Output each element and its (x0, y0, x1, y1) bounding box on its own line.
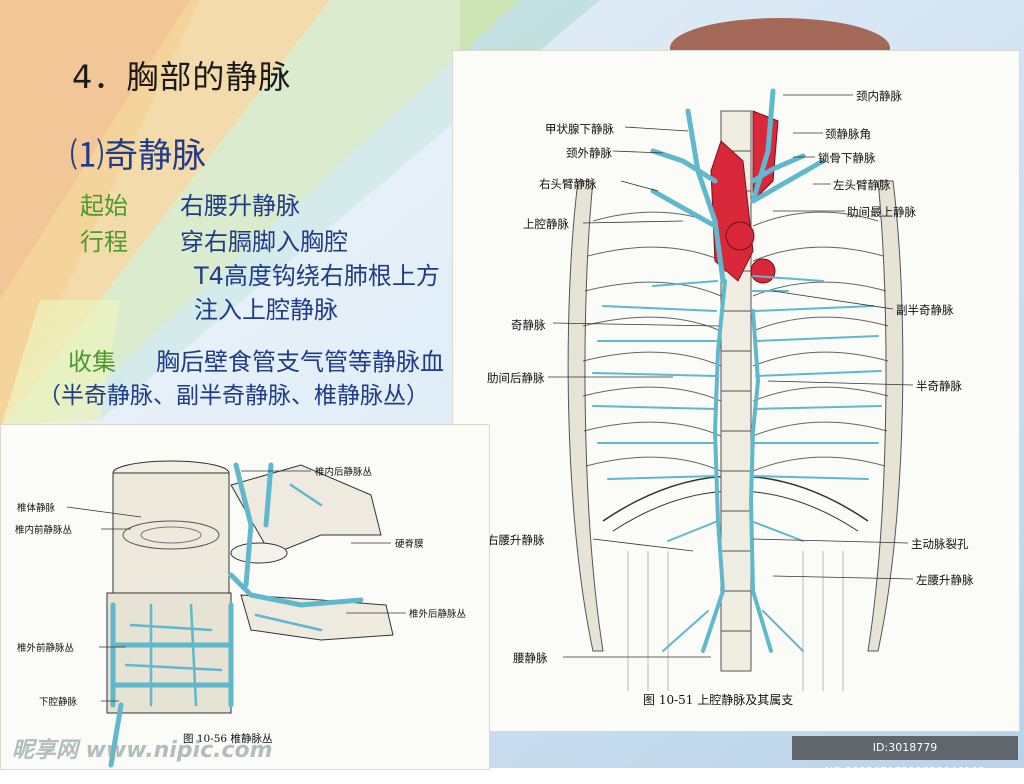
text-origin: 右腰升静脉 (180, 192, 300, 220)
text-collect: 胸后壁食管支气管等静脉血 (156, 348, 444, 376)
label-right-brachiocephalic-vein: 右头臂静脉 (539, 177, 597, 191)
slide-title: 4．胸部的静脉 (72, 58, 292, 96)
label-superior-vena-cava: 上腔静脉 (523, 217, 569, 231)
label-posterior-internal-plexus: 椎内后静脉丛 (315, 467, 373, 478)
label-subclavian-vein: 锁骨下静脉 (818, 151, 876, 165)
text-collect-note: （半奇静脉、副半奇静脉、椎静脉丛） (38, 383, 429, 409)
label-accessory-hemiazygos-vein: 副半奇静脉 (896, 303, 954, 317)
label-inferior-vena-cava: 下腔静脉 (39, 697, 78, 708)
text-course-1: 穿右膈脚入胸腔 (180, 228, 348, 256)
label-external-jugular-vein: 颈外静脉 (566, 146, 612, 160)
text-course-3: 注入上腔静脉 (194, 296, 338, 324)
label-left-ascending-lumbar-vein: 左腰升静脉 (916, 573, 974, 587)
figure-svc-illustration (548, 88, 914, 691)
figure-svc-caption: 图 10-51 上腔静脉及其属支 (643, 693, 794, 707)
watermark-logo: 昵享网 www.nipic.com (12, 738, 273, 763)
figure-vertebral-plexus-caption: 图 10-56 椎静脉丛 (183, 733, 273, 745)
label-inferior-thyroid-vein: 甲状腺下静脉 (545, 122, 614, 136)
text-course-2: T4高度钩绕右肺根上方 (194, 262, 440, 290)
label-anterior-internal-plexus: 椎内前静脉丛 (15, 525, 73, 536)
figure-vertebral-plexus-panel: 椎内后静脉丛 椎体静脉 椎内前静脉丛 硬脊膜 椎外后静脉丛 椎外前静脉丛 下腔静… (0, 424, 490, 770)
figure-svc-panel: 甲状腺下静脉 颈外静脉 右头臂静脉 上腔静脉 奇静脉 肋间后静脉 右腰升静脉 腰… (452, 50, 1020, 732)
label-lumbar-vein: 腰静脉 (513, 651, 548, 665)
label-posterior-intercostal-vein: 肋间后静脉 (487, 371, 545, 385)
label-dura-mater: 硬脊膜 (395, 539, 424, 550)
label-supreme-intercostal-vein: 肋间最上静脉 (847, 205, 916, 219)
label-aortic-hiatus: 主动脉裂孔 (911, 537, 969, 551)
label-left-brachiocephalic-vein: 左头臂静脉 (833, 178, 891, 192)
slide-subtitle: ⑴奇静脉 (70, 136, 206, 176)
label-azygos-vein: 奇静脉 (511, 318, 546, 332)
label-origin: 起始 (80, 192, 128, 220)
figure-vertebral-plexus-illustration (66, 460, 406, 768)
label-internal-jugular-vein: 颈内静脉 (856, 89, 902, 103)
watermark-id: ID:3018779 NO:20220717222533946102 (792, 736, 1018, 778)
label-anterior-external-plexus: 椎外前静脉丛 (17, 643, 75, 654)
label-basivertebral-vein: 椎体静脉 (17, 503, 56, 514)
label-posterior-external-plexus: 椎外后静脉丛 (409, 609, 467, 620)
label-collect: 收集 (68, 348, 116, 376)
label-right-ascending-lumbar-vein: 右腰升静脉 (487, 533, 545, 547)
label-course: 行程 (80, 228, 128, 256)
label-venous-angle: 颈静脉角 (825, 127, 871, 141)
label-hemiazygos-vein: 半奇静脉 (916, 379, 962, 393)
